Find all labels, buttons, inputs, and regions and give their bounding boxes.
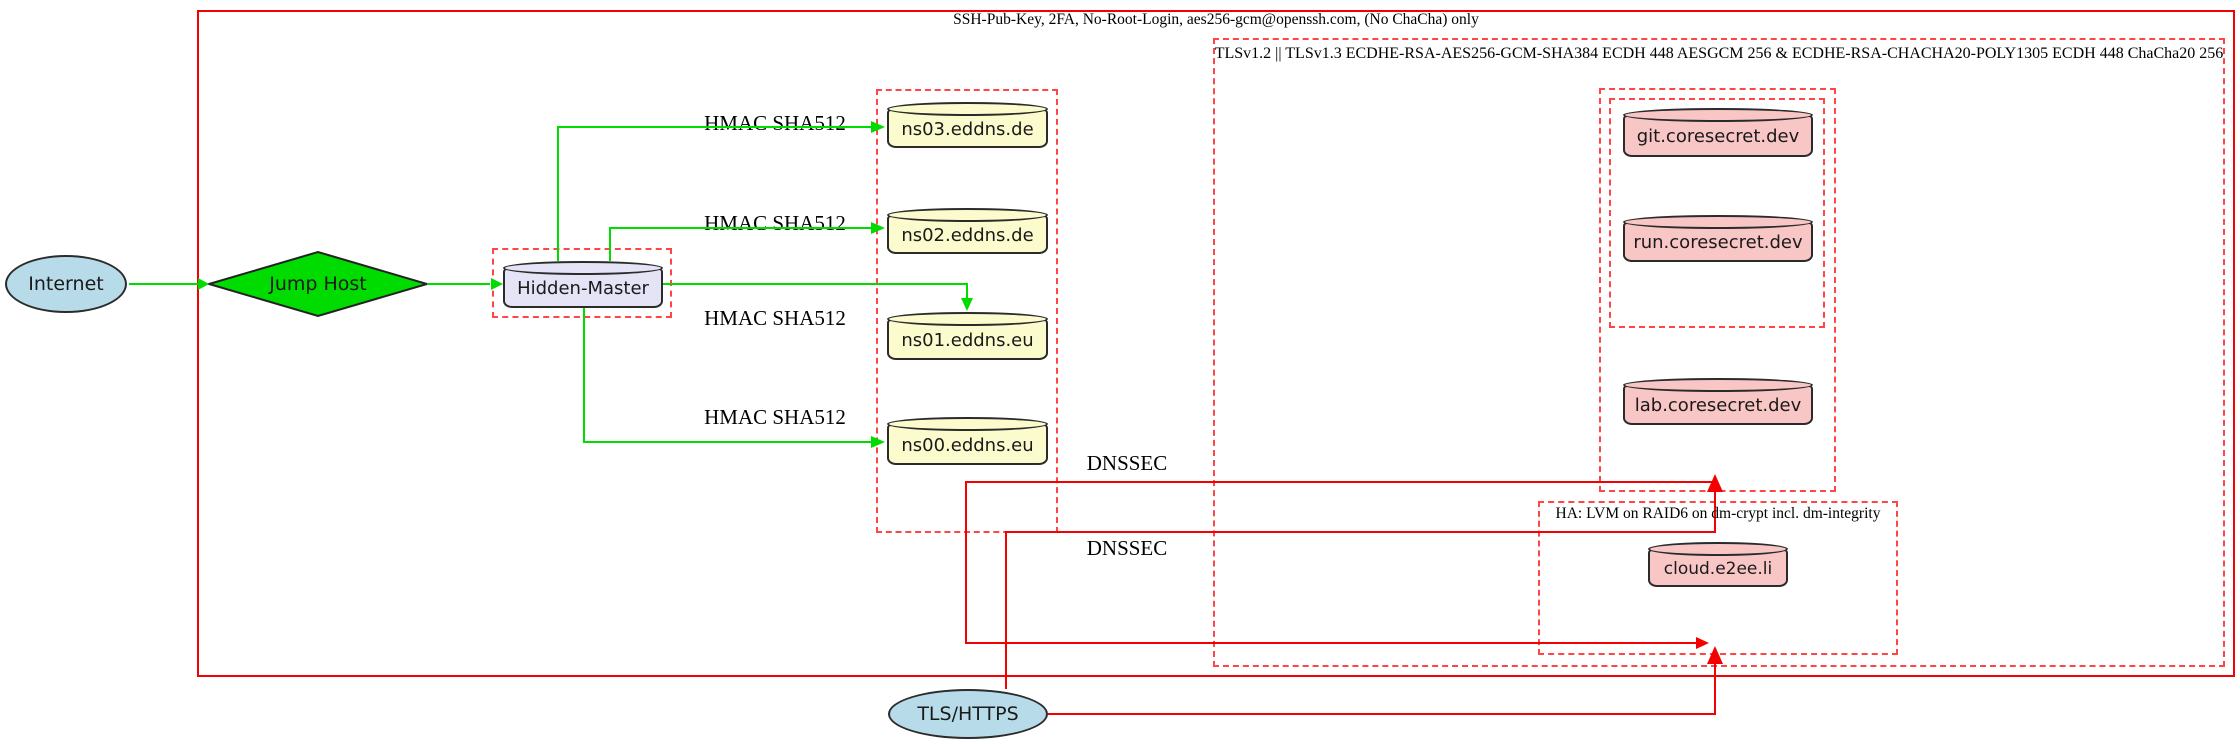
node-ns02-label: ns02.eddns.de	[901, 224, 1034, 246]
cylinder-top	[1623, 215, 1813, 229]
arrowhead-coresecret	[1707, 474, 1723, 492]
arrowhead-ns01	[961, 298, 973, 311]
node-ns03-label: ns03.eddns.de	[901, 118, 1034, 140]
coresecret-inner-cluster-box	[1609, 98, 1825, 328]
node-jump-host-label: Jump Host	[269, 273, 367, 295]
tls-cluster-box	[1213, 38, 2225, 667]
cylinder-body	[1623, 115, 1813, 157]
node-ns01-label: ns01.eddns.eu	[901, 329, 1034, 351]
cylinder-top	[887, 417, 1048, 431]
node-cloud: cloud.e2ee.li	[1648, 542, 1788, 587]
edge-label-dnssec-2: DNSSEC	[1086, 536, 1168, 560]
cylinder-top	[1623, 108, 1813, 122]
node-tls-https-label: TLS/HTTPS	[917, 703, 1019, 725]
cylinder-top	[887, 102, 1048, 116]
node-hidden-master-label: Hidden-Master	[517, 278, 649, 299]
cylinder-top	[1648, 542, 1788, 556]
edge-label-dnssec-1: DNSSEC	[1086, 451, 1168, 475]
arrowhead-hiddenmaster	[491, 278, 503, 290]
edge-dnssec-2	[1005, 486, 1716, 689]
node-run: run.coresecret.dev	[1623, 215, 1813, 262]
arrowhead-ha-up	[1707, 646, 1723, 664]
node-ns00: ns00.eddns.eu	[887, 417, 1048, 465]
ssh-cluster-label: SSH-Pub-Key, 2FA, No-Root-Login, aes256-…	[953, 11, 1479, 28]
node-run-label: run.coresecret.dev	[1633, 232, 1803, 253]
node-jump-host: Jump Host	[209, 252, 427, 316]
arrowhead-ha-right	[1696, 637, 1709, 649]
edge-label-hmac-3: HMAC SHA512	[704, 306, 846, 330]
cylinder-body	[1623, 222, 1813, 262]
node-hidden-master: Hidden-Master	[503, 261, 663, 308]
node-ns02: ns02.eddns.de	[887, 208, 1048, 254]
cylinder-top	[1623, 378, 1813, 392]
edge-label-hmac-2: HMAC SHA512	[704, 211, 846, 235]
node-cloud-label: cloud.e2ee.li	[1663, 558, 1773, 579]
node-lab: lab.coresecret.dev	[1623, 378, 1813, 425]
arrowhead-ns00	[871, 436, 885, 448]
node-git-label: git.coresecret.dev	[1636, 126, 1800, 147]
node-lab-label: lab.coresecret.dev	[1634, 395, 1802, 416]
arrowhead-jumphost	[198, 278, 209, 290]
node-ns01: ns01.eddns.eu	[887, 312, 1048, 360]
edge-dnssec-1	[965, 481, 1715, 644]
arrowhead-ns02	[871, 222, 885, 234]
edge-hiddenmaster-ns03	[557, 126, 871, 261]
edge-hiddenmaster-ns01	[663, 283, 968, 298]
node-ns00-label: ns00.eddns.eu	[901, 434, 1034, 456]
cylinder-top	[887, 208, 1048, 222]
edge-hiddenmaster-ns00	[583, 308, 871, 443]
node-tls-https: TLS/HTTPS	[888, 689, 1048, 739]
edge-label-hmac-1: HMAC SHA512	[704, 111, 846, 135]
node-ns03: ns03.eddns.de	[887, 102, 1048, 148]
cylinder-top	[887, 312, 1048, 326]
ha-cluster-label: HA: LVM on RAID6 on dm-crypt incl. dm-in…	[1555, 505, 1881, 522]
arrowhead-ns03	[871, 121, 885, 133]
edge-hiddenmaster-ns02	[609, 227, 871, 261]
edge-tls-https	[1048, 660, 1716, 715]
cylinder-top	[503, 261, 663, 275]
tls-cluster-label: TLSv1.2 || TLSv1.3 ECDHE-RSA-AES256-GCM-…	[1214, 45, 2224, 62]
node-internet-label: Internet	[28, 273, 104, 295]
ssh-cluster-box	[197, 10, 2235, 677]
node-internet: Internet	[5, 255, 127, 313]
edge-label-hmac-4: HMAC SHA512	[704, 405, 846, 429]
node-git: git.coresecret.dev	[1623, 108, 1813, 157]
